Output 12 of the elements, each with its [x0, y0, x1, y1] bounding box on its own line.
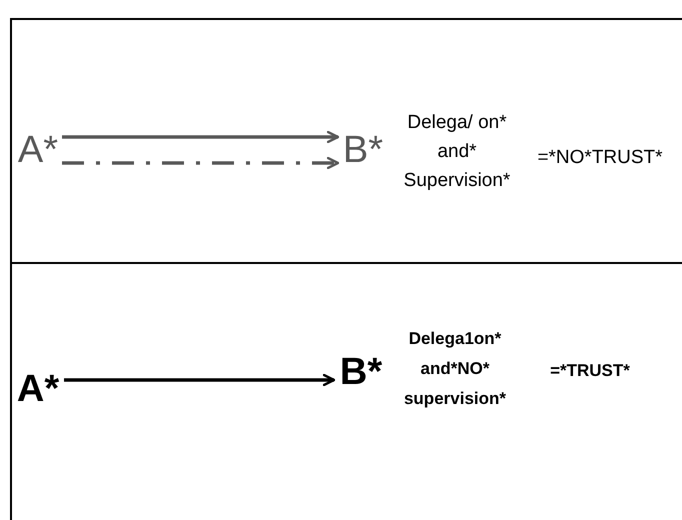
panel-text: Delega1on* and*NO* supervision* — [402, 328, 508, 410]
arrow — [62, 156, 340, 170]
node-label: A* — [12, 366, 64, 412]
arrow — [64, 374, 336, 386]
node-label: B* — [338, 128, 388, 172]
panel-text: =*NO*TRUST* — [536, 146, 664, 170]
arrow — [62, 130, 340, 144]
panel-text: =*TRUST* — [549, 360, 631, 382]
node-label: A* — [14, 128, 62, 172]
node-label: B* — [334, 349, 388, 395]
panel-text: Delega/ on* and* Supervision* — [402, 111, 512, 193]
panel — [10, 18, 682, 264]
